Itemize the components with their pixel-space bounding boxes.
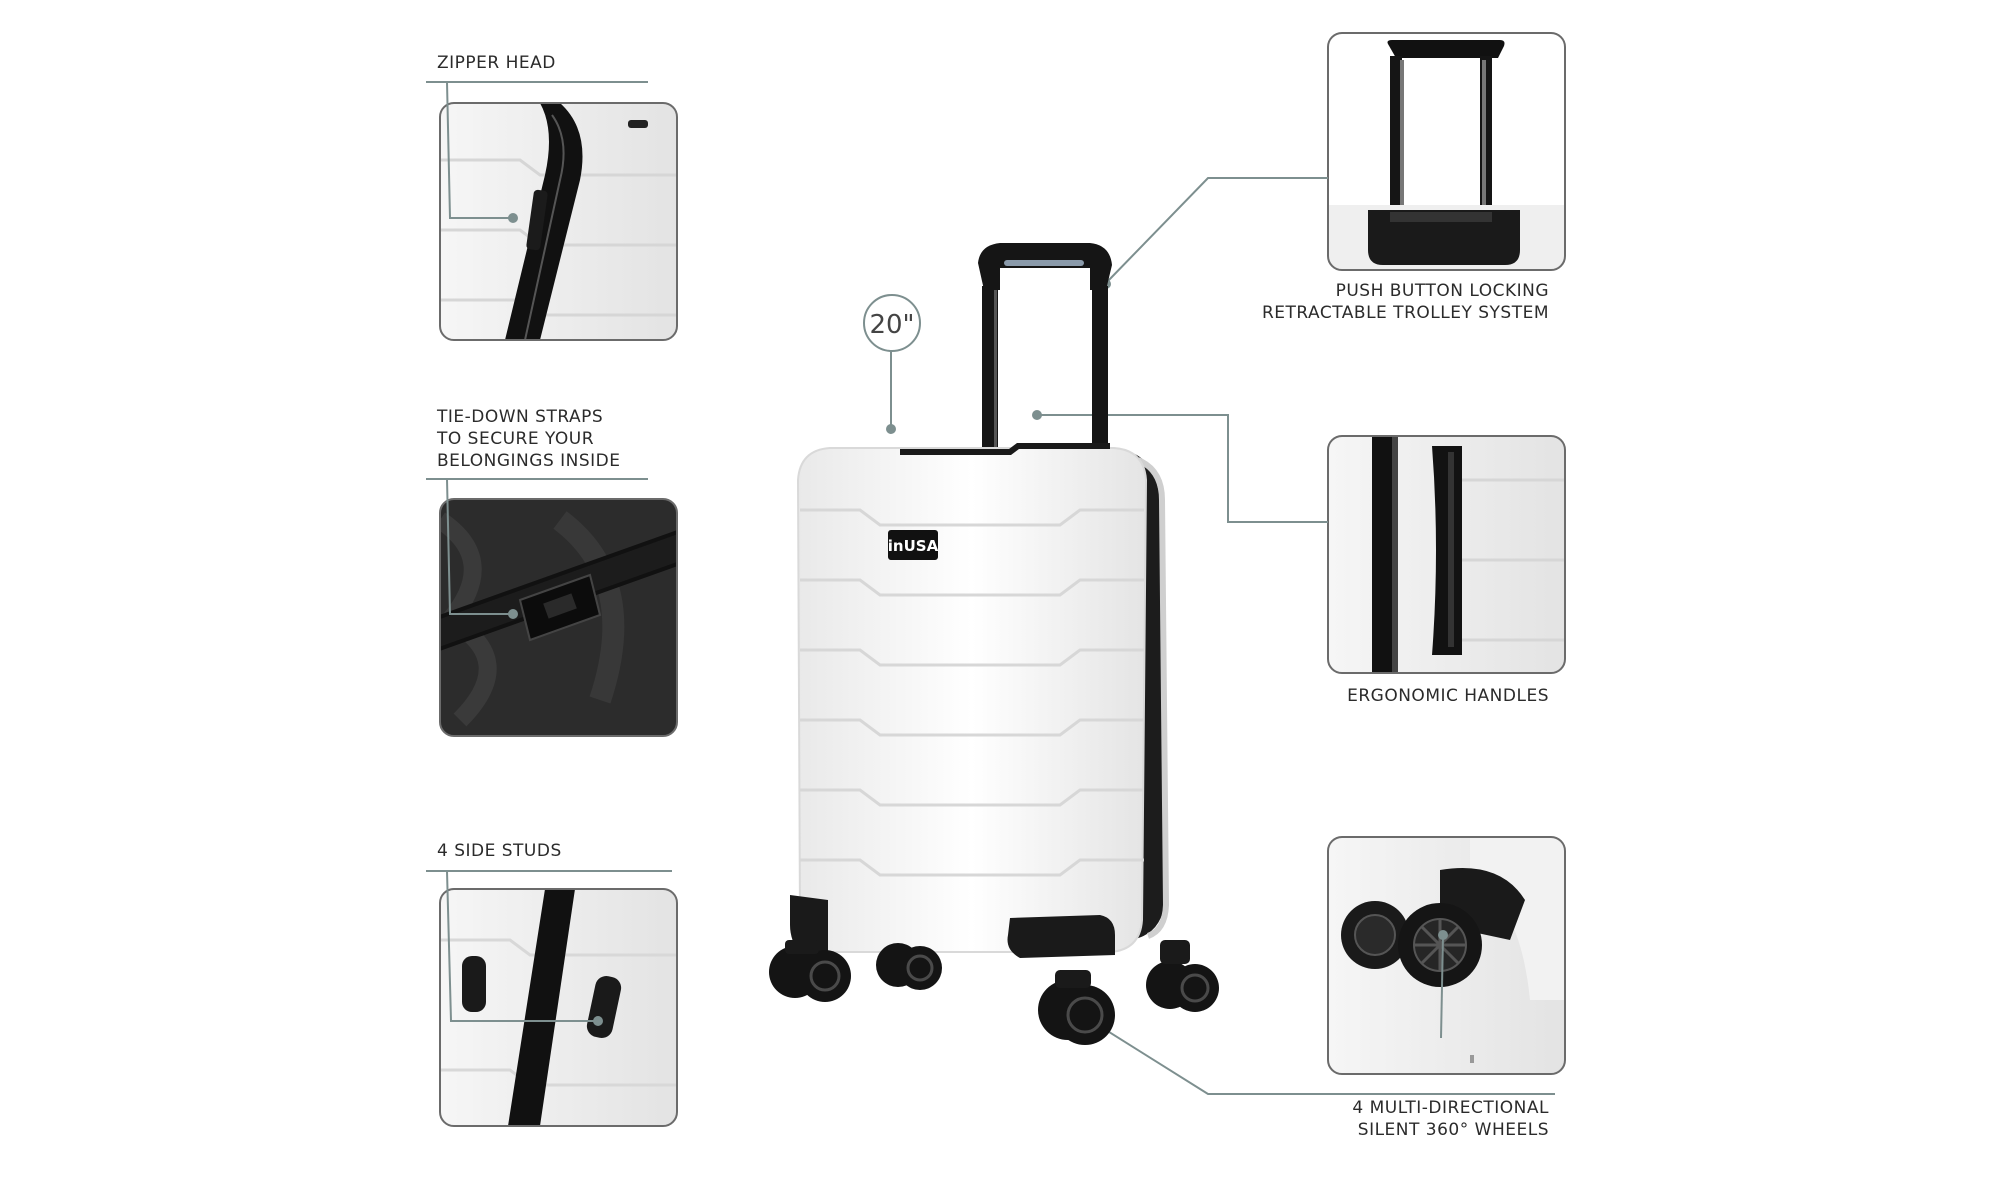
trolley-system-label: PUSH BUTTON LOCKING RETRACTABLE TROLLEY … — [1261, 281, 1549, 323]
svg-text:20": 20" — [869, 310, 914, 340]
ergonomic-handles-label: ERGONOMIC HANDLES — [1347, 686, 1549, 706]
wheels-image — [1327, 836, 1566, 1075]
side-studs-image — [439, 888, 678, 1127]
tie-down-straps-image — [439, 498, 678, 737]
side-studs-label: 4 SIDE STUDS — [437, 841, 562, 861]
zipper-head-label: ZIPPER HEAD — [437, 53, 556, 73]
trolley-system-image — [1327, 32, 1566, 271]
size-badge: 20" — [863, 294, 921, 434]
tie-down-straps-label: TIE-DOWN STRAPS TO SECURE YOUR BELONGING… — [437, 407, 621, 471]
suitcase: inUSA — [769, 243, 1219, 1045]
ergonomic-handles-image — [1327, 435, 1566, 674]
zipper-detail-image — [439, 102, 678, 341]
wheels-label: 4 MULTI-DIRECTIONAL SILENT 360° WHEELS — [1352, 1098, 1549, 1140]
brand-logo: inUSA — [888, 537, 939, 555]
